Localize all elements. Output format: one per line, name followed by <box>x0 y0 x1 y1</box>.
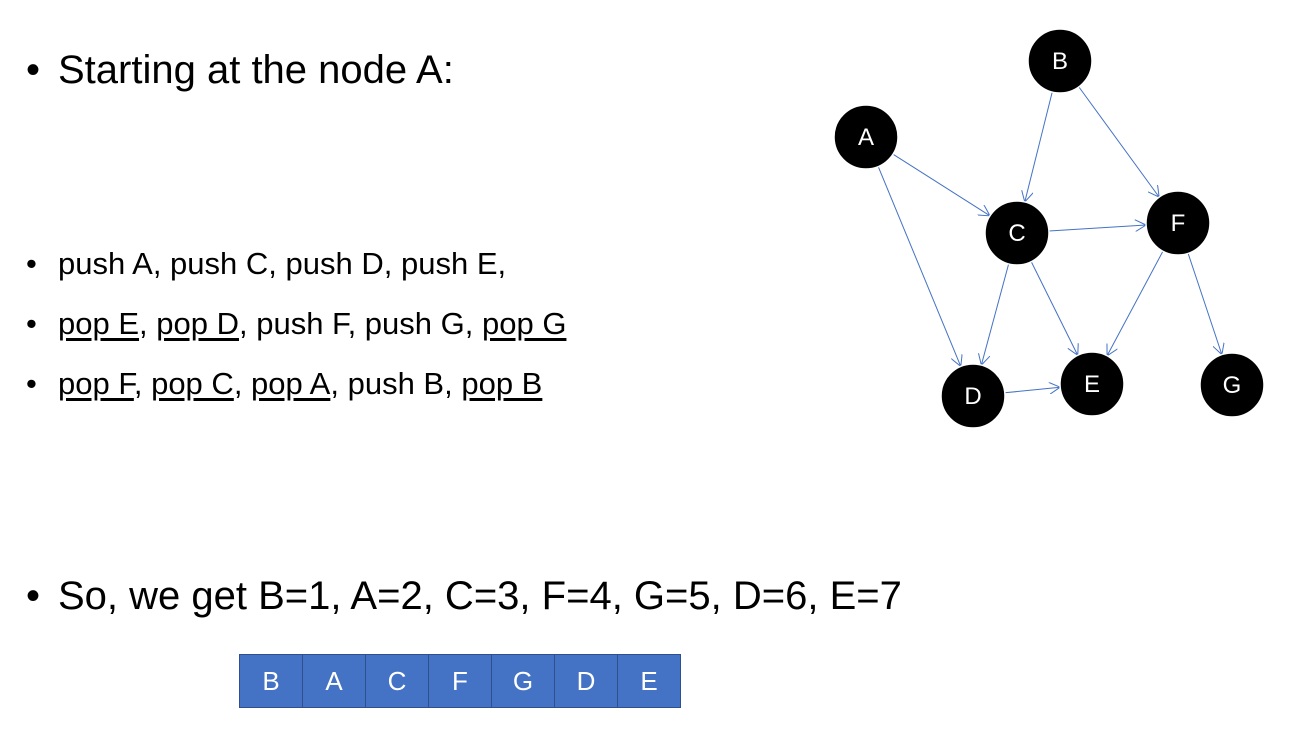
edge-b-c <box>1025 91 1053 202</box>
bullet-dot: • <box>26 246 37 281</box>
node-circle <box>984 200 1050 266</box>
line2-step: pop D <box>156 306 239 341</box>
node-label: G <box>1223 372 1242 399</box>
steps-line-1-text: push A, push C, push D, push E, <box>58 246 507 281</box>
node-b: B <box>1027 28 1093 94</box>
node-g: G <box>1199 352 1265 418</box>
edge-f-e <box>1107 250 1164 356</box>
line3-step: pop A <box>251 366 331 401</box>
node-circle <box>1199 352 1265 418</box>
line3-step: pop C <box>151 366 234 401</box>
node-circle <box>940 363 1006 429</box>
order-cell-f: F <box>428 654 492 708</box>
bullet-result: • So, we get B=1, A=2, C=3, F=4, G=5, D=6… <box>26 574 902 619</box>
order-cell-d: D <box>554 654 618 708</box>
line1-step: push E <box>400 246 498 281</box>
edge-c-f <box>1048 225 1146 231</box>
node-f: F <box>1145 190 1211 256</box>
bullet-dot: • <box>26 574 41 618</box>
steps-line-3-text: pop F, pop C, pop A, push B, pop B <box>58 366 543 401</box>
line2-step: pop E <box>58 306 140 341</box>
edge-c-d <box>981 263 1010 365</box>
result-text: So, we get B=1, A=2, C=3, F=4, G=5, D=6,… <box>58 574 902 618</box>
node-label: F <box>1171 210 1186 237</box>
order-cell-a: A <box>302 654 366 708</box>
node-label: E <box>1084 371 1100 398</box>
node-label: B <box>1052 48 1068 75</box>
node-circle <box>1027 28 1093 94</box>
order-cell-g: G <box>491 654 555 708</box>
node-label: A <box>858 124 874 151</box>
node-circle <box>1145 190 1211 256</box>
node-label: D <box>964 383 981 410</box>
node-circle <box>833 104 899 170</box>
steps-line-3: • pop F, pop C, pop A, push B, pop B <box>26 366 542 402</box>
line1-step: push A <box>58 246 153 281</box>
steps-line-2-text: pop E, pop D, push F, push G, pop G <box>58 306 567 341</box>
edge-b-f <box>1078 86 1159 197</box>
order-cell-c: C <box>365 654 429 708</box>
edge-c-e <box>1030 261 1078 356</box>
bullet-start-text: Starting at the node A: <box>58 48 454 92</box>
line2-step: push F <box>256 306 348 341</box>
node-circle <box>1059 351 1125 417</box>
line2-step: pop G <box>481 306 567 341</box>
line3-step: push B <box>347 366 445 401</box>
line3-step: pop B <box>461 366 543 401</box>
edge-f-g <box>1187 253 1222 354</box>
line2-step: push G <box>364 306 465 341</box>
order-cell-b: B <box>239 654 303 708</box>
bullet-dot: • <box>26 366 37 401</box>
node-label: C <box>1008 220 1025 247</box>
steps-line-1: • push A, push C, push D, push E, <box>26 246 506 282</box>
edge-d-e <box>1004 387 1060 393</box>
line1-step: push D <box>285 246 384 281</box>
bullet-dot: • <box>26 48 41 92</box>
node-a: A <box>833 104 899 170</box>
node-d: D <box>940 363 1006 429</box>
edge-a-d <box>877 166 961 367</box>
bullet-starting-node: • Starting at the node A: <box>26 48 454 93</box>
line1-step: push C <box>170 246 269 281</box>
line3-step: pop F <box>58 366 134 401</box>
node-e: E <box>1059 351 1125 417</box>
edge-a-c <box>892 153 990 216</box>
steps-line-2: • pop E, pop D, push F, push G, pop G <box>26 306 566 342</box>
node-c: C <box>984 200 1050 266</box>
order-cell-e: E <box>617 654 681 708</box>
bullet-dot: • <box>26 306 37 341</box>
